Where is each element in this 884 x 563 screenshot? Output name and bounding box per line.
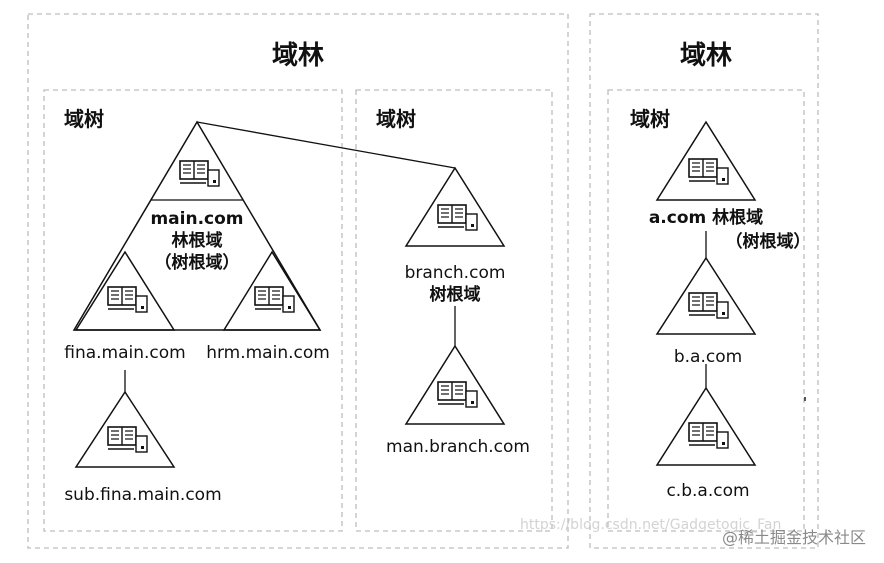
domain-node-hrm-main-com — [222, 250, 322, 331]
server-icon — [107, 426, 148, 453]
server-icon — [437, 381, 478, 408]
server-icon — [179, 160, 220, 187]
forest-2-container — [589, 13, 819, 549]
server-icon — [254, 286, 295, 313]
forest-1-container — [27, 13, 569, 549]
tree-2-container — [355, 89, 553, 532]
label-a-com: a.com 林根域 — [649, 207, 763, 228]
label-man-branch-com: man.branch.com — [386, 437, 530, 457]
label-sub-fina-main-com: sub.fina.main.com — [64, 485, 221, 505]
domain-node-fina-main-com — [74, 250, 176, 331]
tree-1-container — [43, 89, 343, 532]
forest-2-title: 域林 — [680, 41, 732, 71]
domain-node-c-b-a-com — [655, 386, 757, 466]
domain-node-main-com — [72, 120, 322, 331]
domain-node-b-a-com — [655, 256, 757, 335]
label-hrm-main-com: hrm.main.com — [206, 343, 330, 363]
server-icon — [688, 422, 729, 449]
domain-node-branch-com — [404, 166, 506, 247]
tree-3-container — [607, 89, 805, 532]
server-icon — [437, 204, 478, 231]
server-icon — [107, 286, 148, 313]
connectors — [124, 121, 707, 392]
server-icon — [688, 292, 729, 319]
tree-1-label: 域树 — [64, 107, 104, 131]
label-c-b-a-com: c.b.a.com — [666, 481, 749, 501]
tree-3-label: 域树 — [630, 107, 670, 131]
forest-1-title: 域林 — [272, 41, 324, 71]
label-branch-com: branch.com — [405, 263, 506, 283]
watermark-credit: @稀土掘金技术社区 — [722, 528, 866, 547]
tree-2-label: 域树 — [376, 107, 416, 131]
server-icon — [688, 158, 729, 185]
label-a-com-role2: （树根域） — [726, 231, 811, 252]
stray-mark — [804, 397, 806, 401]
label-b-a-com: b.a.com — [674, 347, 742, 367]
domain-node-man-branch-com — [404, 344, 506, 425]
domain-node-sub-fina-main-com — [74, 390, 176, 468]
domain-node-a-com — [655, 120, 757, 201]
label-main-com-role2: （树根域） — [155, 252, 240, 273]
label-fina-main-com: fina.main.com — [64, 343, 186, 363]
label-main-com-role: 林根域 — [172, 230, 223, 251]
watermark-url: https://blog.csdn.net/Gadgetogic_Fan — [520, 517, 781, 533]
label-main-com: main.com — [150, 209, 243, 229]
label-branch-com-role: 树根域 — [430, 284, 481, 305]
trust-link-main-branch — [196, 121, 456, 169]
